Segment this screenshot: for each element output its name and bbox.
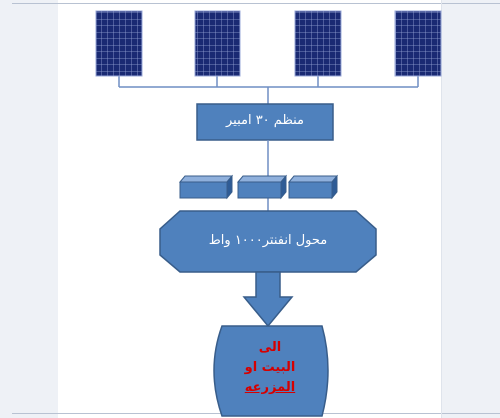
top-border-line bbox=[12, 3, 500, 4]
solar-panel-3 bbox=[294, 10, 342, 77]
battery-1 bbox=[178, 174, 234, 200]
solar-panel-4 bbox=[394, 10, 442, 77]
right-border-line bbox=[441, 0, 442, 418]
solar-panel-2 bbox=[194, 10, 241, 77]
panel-wiring bbox=[118, 76, 419, 104]
inverter-shape bbox=[159, 210, 377, 273]
inverter-label: محول انفنتر١٠٠٠ واط bbox=[208, 233, 328, 248]
destination-line-3: المزرعه bbox=[244, 380, 296, 395]
down-arrow-icon bbox=[242, 271, 294, 328]
destination-line-2: البيت او bbox=[244, 360, 296, 375]
solar-panel-1 bbox=[95, 10, 143, 77]
charge-controller-box bbox=[196, 103, 334, 141]
charge-controller-label: منظم ٣٠ امبير bbox=[225, 113, 305, 128]
destination-line-1: الى bbox=[258, 340, 282, 355]
destination-label: الى البيت او المزرعه bbox=[214, 338, 326, 398]
destination-shape bbox=[213, 325, 329, 417]
battery-2 bbox=[236, 174, 288, 200]
battery-3 bbox=[287, 174, 339, 200]
